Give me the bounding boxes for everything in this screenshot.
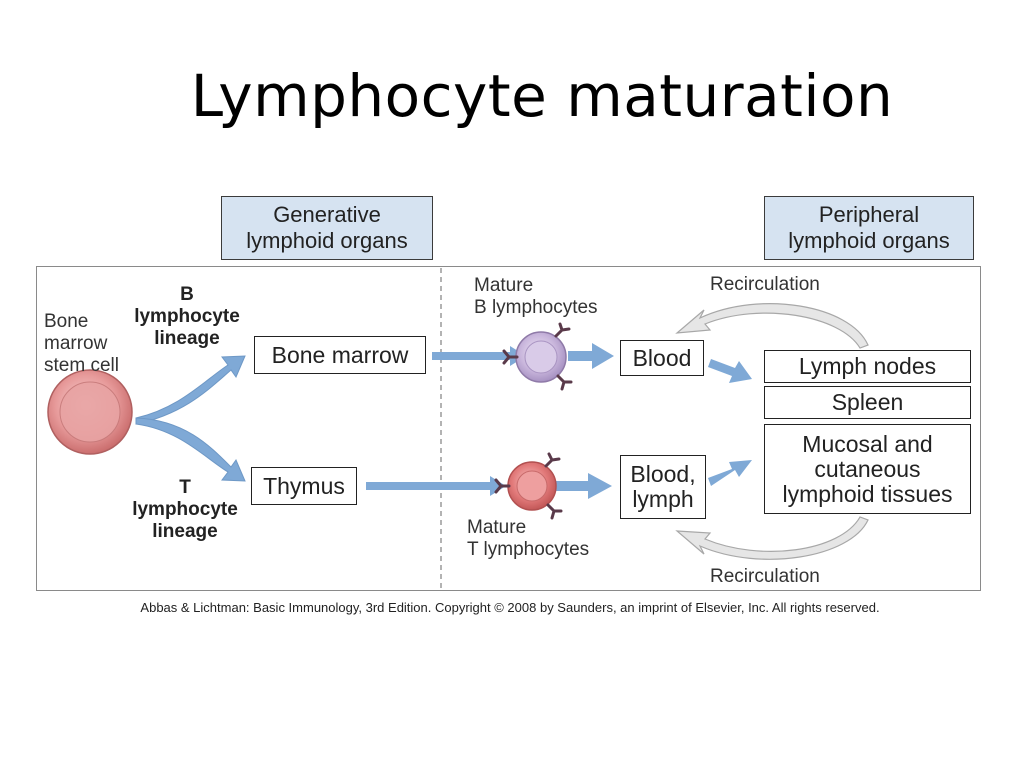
lineage-label-line: lineage — [152, 521, 218, 542]
slide-title: Lymphocyte maturation — [190, 62, 894, 130]
lineage-label-line: T — [179, 477, 191, 498]
mature-label-line: T lymphocytes — [467, 539, 590, 560]
arrow-blood-to-lymph-nodes — [708, 359, 752, 383]
blood-box: Blood — [620, 340, 704, 376]
recirculation-arrow-top — [675, 303, 869, 349]
header-line: Generative — [273, 202, 381, 227]
t-lymphocyte-lineage-label: T lymphocyte lineage — [118, 477, 252, 543]
arrow-b-cell-to-blood — [568, 343, 614, 369]
mature-label-line: B lymphocytes — [474, 297, 598, 318]
header-line: lymphoid organs — [788, 228, 950, 253]
blood-lymph-box: Blood, lymph — [620, 455, 706, 519]
mucosal-box-line: lymphoid tissues — [782, 480, 953, 507]
generative-lymphoid-organs-header: Generative lymphoid organs — [221, 196, 433, 260]
b-lymphocyte-icon — [502, 322, 573, 391]
lineage-label-line: B — [180, 284, 194, 305]
lymph-nodes-box: Lymph nodes — [764, 350, 971, 383]
t-lymphocyte-icon — [494, 452, 563, 520]
stem-cell-label-line: Bone — [44, 311, 89, 332]
arrow-thymus-to-t-cell — [366, 476, 506, 496]
mucosal-box-line: cutaneous — [814, 455, 921, 482]
blood-lymph-line: lymph — [632, 486, 694, 512]
branch-arrow-b — [135, 355, 246, 425]
header-line: Peripheral — [818, 202, 920, 227]
recirculation-arrow-bottom — [675, 516, 869, 560]
thymus-box: Thymus — [251, 467, 357, 505]
copyright-credit: Abbas & Lichtman: Basic Immunology, 3rd … — [140, 600, 880, 615]
stem-cell-label-line: marrow — [44, 333, 108, 354]
lineage-label-line: lymphocyte — [134, 306, 240, 327]
branch-arrow-t — [135, 417, 246, 482]
mature-label-line: Mature — [467, 517, 527, 538]
peripheral-lymphoid-organs-header: Peripheral lymphoid organs — [764, 196, 974, 260]
mature-b-lymphocytes-label: Mature B lymphocytes — [474, 275, 598, 319]
blood-lymph-line: Blood, — [630, 461, 696, 487]
stem-cell-label-line: stem cell — [44, 355, 119, 376]
stem-cell-nucleus — [59, 381, 121, 443]
mucosal-cutaneous-lymphoid-tissues-box: Mucosal and cutaneous lymphoid tissues — [764, 424, 971, 514]
lineage-label-line: lineage — [154, 328, 220, 349]
recirculation-label-bottom: Recirculation — [710, 566, 820, 587]
mature-label-line: Mature — [474, 275, 534, 296]
arrow-t-cell-to-blood-lymph — [556, 473, 612, 499]
spleen-box: Spleen — [764, 386, 971, 419]
arrow-blood-lymph-to-tissues — [708, 460, 752, 486]
stem-cell-label: Bone marrow stem cell — [44, 311, 119, 377]
arrow-bone-marrow-to-b-cell — [432, 346, 526, 366]
b-lymphocyte-lineage-label: B lymphocyte lineage — [122, 284, 252, 350]
recirculation-label-top: Recirculation — [710, 274, 820, 295]
bone-marrow-box: Bone marrow — [254, 336, 426, 374]
mature-t-lymphocytes-label: Mature T lymphocytes — [467, 517, 589, 561]
mucosal-box-line: Mucosal and — [802, 430, 933, 457]
header-line: lymphoid organs — [246, 228, 408, 253]
lineage-label-line: lymphocyte — [132, 499, 238, 520]
